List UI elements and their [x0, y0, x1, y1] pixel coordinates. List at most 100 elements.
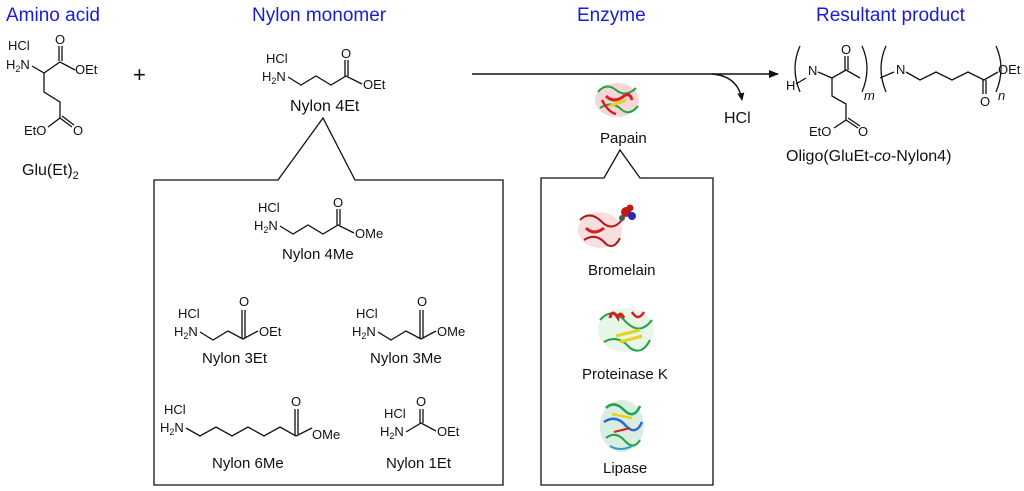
header-enzyme: Enzyme	[577, 5, 646, 26]
glu-et2-label: Glu(Et)2	[22, 162, 79, 182]
n4et-ester: OEt	[363, 77, 386, 92]
enzyme-proteinase-k-label: Proteinase K	[582, 366, 668, 383]
n3et-hcl: HCl	[178, 306, 200, 321]
n6me-amine-sub: 2	[169, 427, 174, 437]
n3et-amine-n: N	[188, 324, 197, 339]
product-glu-backbone-bond	[817, 69, 861, 79]
proteinase-k-structure-image	[598, 308, 654, 352]
n4me-oxygen: O	[333, 195, 343, 210]
product-link-bond	[879, 71, 895, 79]
glu-hcl: HCl	[8, 38, 30, 53]
product-o1: O	[841, 42, 851, 57]
glu-amine: H2N	[6, 57, 30, 74]
n6me-oxygen: O	[291, 394, 301, 409]
n4et-amine-n: N	[276, 69, 285, 84]
enzyme-lipase-label: Lipase	[603, 460, 648, 477]
n4et-amine-sub: 2	[271, 76, 276, 86]
n3et-ester: OEt	[259, 324, 282, 339]
n1et-amine-sub: 2	[389, 431, 394, 441]
header-product: Resultant product	[816, 5, 965, 26]
plus-sign: +	[133, 62, 146, 87]
product-subscript-n: n	[998, 88, 1005, 103]
product-name-post: -Nylon4)	[890, 148, 952, 165]
product-oet-terminal: OEt	[998, 62, 1021, 77]
n4me-amine: H2N	[254, 218, 278, 235]
nylon-1et-structure: HCl H2N O OEt	[380, 394, 460, 441]
n1et-oxygen: O	[416, 394, 426, 409]
n1et-amine: H2N	[380, 424, 404, 441]
glu-et2-structure: HCl H2N O OEt EtO O	[6, 32, 98, 138]
n6me-amine-h: H	[160, 420, 169, 435]
n6me-hcl: HCl	[164, 402, 186, 417]
nylon-6me-label: Nylon 6Me	[212, 455, 284, 472]
glu-amine-n: N	[20, 57, 29, 72]
hcl-byproduct-label: HCl	[724, 110, 751, 127]
n3et-amine: H2N	[174, 324, 198, 341]
glu-et2-subscript: 2	[72, 170, 79, 183]
n3et-amine-h: H	[174, 324, 183, 339]
product-o-side: O	[858, 124, 868, 139]
glu-carbonyl-bond	[58, 46, 63, 61]
n3et-oxygen: O	[239, 294, 249, 309]
n4et-amine: H2N	[262, 69, 286, 86]
glu-side-carbonyl-bond	[59, 115, 75, 128]
n6me-ester: OMe	[312, 427, 340, 442]
n3me-amine-sub: 2	[361, 331, 366, 341]
n4me-hcl: HCl	[258, 200, 280, 215]
n4me-chain-bond	[279, 224, 355, 235]
product-n1: N	[808, 63, 817, 78]
n6me-chain-bond	[185, 426, 313, 437]
product-eto: EtO	[809, 124, 831, 139]
nylon-3et-label: Nylon 3Et	[202, 350, 268, 367]
nylon-4et-label: Nylon 4Et	[290, 98, 360, 115]
product-name-pre: Oligo(GluEt-	[786, 148, 875, 165]
n3et-amine-sub: 2	[183, 331, 188, 341]
glu-oet: OEt	[75, 62, 98, 77]
header-amino-acid: Amino acid	[6, 5, 100, 26]
product-nylon-chain-bond	[905, 71, 999, 81]
n3me-chain-bond	[377, 330, 437, 341]
glu-sidechain-bond	[43, 73, 61, 128]
nylon-6me-structure: HCl H2N O OMe	[160, 394, 340, 442]
product-side-carbonyl-bond	[845, 117, 861, 129]
product-bracket-1-right	[861, 45, 868, 93]
product-name-label: Oligo(GluEt-co-Nylon4)	[786, 148, 951, 166]
nylon-1et-label: Nylon 1Et	[386, 455, 452, 472]
n3me-ester: OMe	[437, 324, 465, 339]
bromelain-structure-image	[578, 204, 636, 248]
product-sidechain-bond	[831, 78, 847, 129]
nylon-3et-structure: HCl H2N O OEt	[174, 294, 282, 341]
nylon-4me-label: Nylon 4Me	[282, 246, 354, 263]
nylon-4me-structure: HCl H2N O OMe	[254, 195, 383, 241]
n3me-hcl: HCl	[356, 306, 378, 321]
hcl-release-arrow	[711, 73, 745, 101]
n1et-hcl: HCl	[384, 406, 406, 421]
nylon-3me-label: Nylon 3Me	[370, 350, 442, 367]
nylon-4et-structure: HCl H2N O OEt	[262, 46, 386, 92]
n3et-carbonyl-bond	[241, 310, 246, 339]
n4me-carbonyl-bond	[336, 209, 341, 225]
n4me-amine-h: H	[254, 218, 263, 233]
glu-backbone-bond	[31, 61, 76, 74]
n3me-amine: H2N	[352, 324, 376, 341]
n3me-oxygen: O	[417, 294, 427, 309]
nylon-3me-structure: HCl H2N O OMe	[352, 294, 465, 341]
n4et-amine-h: H	[262, 69, 271, 84]
enzyme-papain-label: Papain	[600, 130, 647, 147]
enzyme-bromelain-label: Bromelain	[588, 262, 656, 279]
n4me-amine-sub: 2	[263, 225, 268, 235]
n3me-amine-n: N	[366, 324, 375, 339]
n4et-chain-bond	[287, 75, 363, 86]
nylon-variants-callout-box	[153, 116, 504, 486]
glu-eto: EtO	[24, 123, 46, 138]
papain-structure-image	[595, 83, 639, 117]
product-bracket-1-left	[794, 45, 801, 93]
n3me-amine-h: H	[352, 324, 361, 339]
glu-et2-name: Glu(Et)	[22, 162, 73, 179]
product-bracket-2-left	[880, 45, 887, 93]
n1et-chain-bond	[405, 422, 437, 433]
product-h-bond	[795, 77, 807, 85]
n4me-amine-n: N	[268, 218, 277, 233]
product-structure: H N O m EtO O N O n OEt	[786, 42, 1021, 139]
